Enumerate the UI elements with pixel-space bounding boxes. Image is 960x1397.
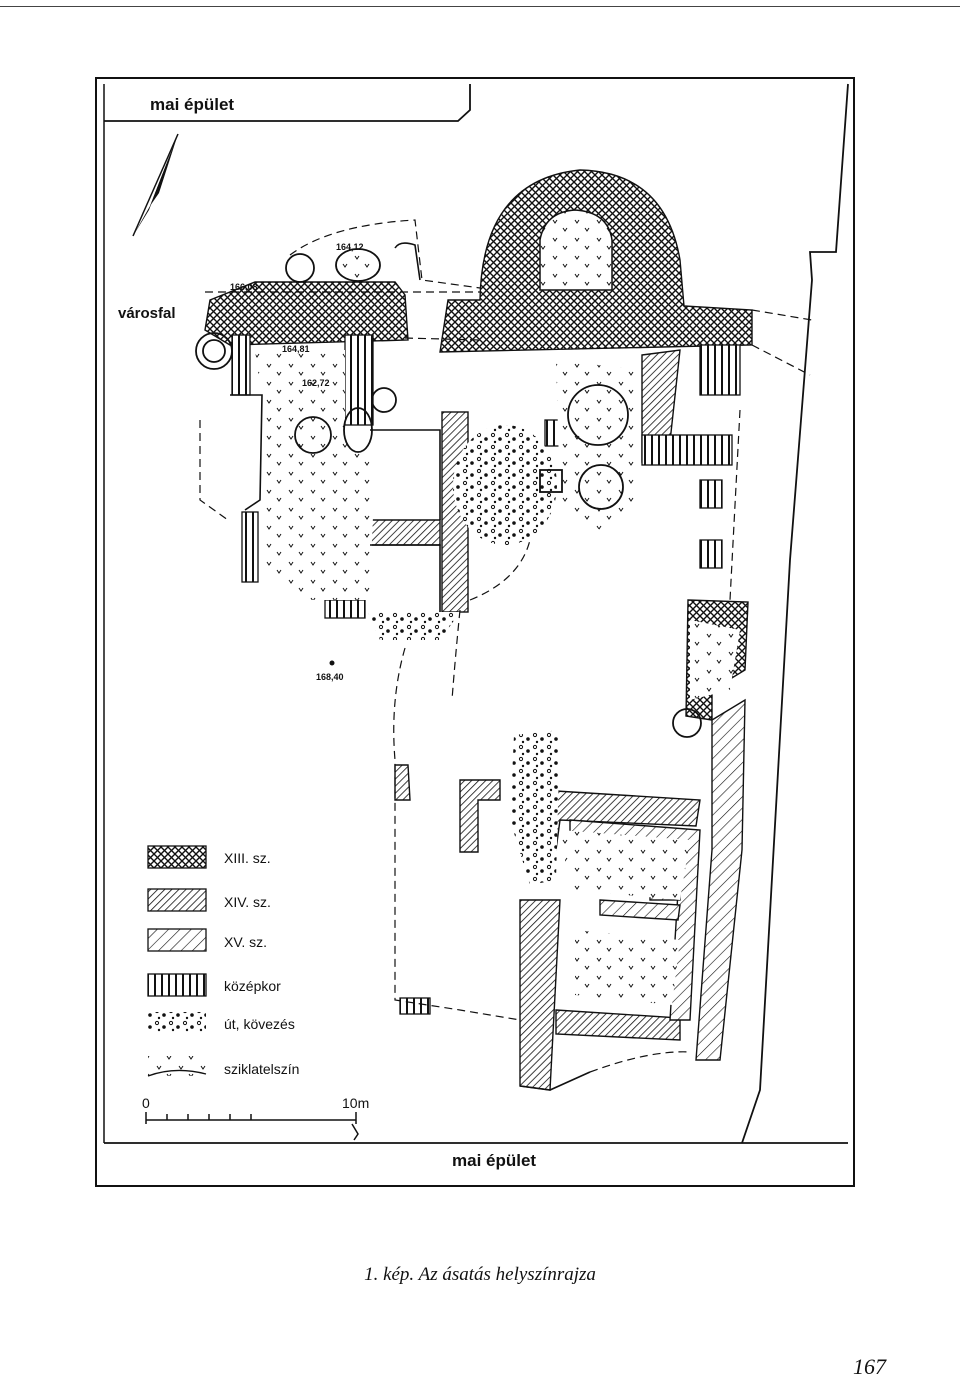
legend-swatch-dense-diagonal xyxy=(147,888,207,912)
legend-swatch-vertical-bars xyxy=(147,973,207,997)
city-wall-label: városfal xyxy=(118,305,176,322)
figure-caption: 1. kép. Az ásatás helyszínrajza xyxy=(364,1264,596,1285)
road-paving xyxy=(368,425,560,885)
wall-medieval xyxy=(231,334,741,1015)
tower-interior xyxy=(539,209,613,291)
map-frame xyxy=(95,77,855,1187)
legend-swatch-crosshatch xyxy=(147,845,207,869)
page-top-rule xyxy=(0,6,960,7)
legend-label: XIII. sz. xyxy=(224,850,271,866)
legend-label: XIV. sz. xyxy=(224,894,271,910)
legend-swatch-bedrock xyxy=(147,1056,207,1077)
legend-label: sziklatelszín xyxy=(224,1061,299,1077)
legend-swatch-gravel xyxy=(148,1012,206,1032)
legend-label: középkor xyxy=(224,978,281,994)
elevation-mark: 164,81 xyxy=(282,344,310,354)
elevation-mark: 162,72 xyxy=(302,378,330,388)
excavation-boundary xyxy=(199,219,813,1073)
elevation-mark: 168,40 xyxy=(316,672,344,682)
scale-bar xyxy=(145,1112,359,1141)
page-number: 167 xyxy=(853,1354,886,1379)
scale-end: 10m xyxy=(342,1095,369,1111)
legend-label: út, kövezés xyxy=(224,1016,295,1032)
legend-swatch-sparse-diagonal xyxy=(147,928,207,952)
scale-start: 0 xyxy=(142,1095,150,1111)
top-building-label: mai épület xyxy=(150,95,234,114)
legend: XIII. sz. XIV. sz. XV. sz. középkor út, … xyxy=(147,845,299,1077)
elevation-point xyxy=(329,660,335,666)
legend-label: XV. sz. xyxy=(224,934,267,950)
north-arrow-icon xyxy=(132,133,179,237)
site-outlines xyxy=(230,242,591,1091)
elevation-mark: 166,08 xyxy=(230,282,258,292)
bottom-building-label: mai épület xyxy=(452,1151,536,1170)
elevation-mark: 164,12 xyxy=(336,242,364,252)
pits xyxy=(195,248,702,738)
